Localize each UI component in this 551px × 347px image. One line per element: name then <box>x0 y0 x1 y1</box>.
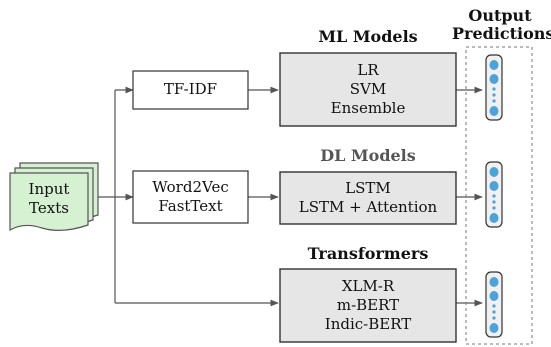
dl-model-lstm-attention: LSTM + Attention <box>298 198 438 216</box>
input-documents-icon <box>9 162 99 232</box>
connectors <box>98 86 483 307</box>
output-vector-icon <box>485 161 503 228</box>
ml-models-title: ML Models <box>318 27 418 46</box>
dl-model-lstm: LSTM <box>345 179 391 197</box>
tfidf-box <box>132 70 249 110</box>
output-region <box>465 46 533 345</box>
dl-models-box <box>279 171 457 225</box>
transformer-model-indicbert: Indic-BERT <box>324 315 412 333</box>
word2vec-fasttext-label: Word2Vec FastText <box>152 178 229 215</box>
transformer-model-xlmr: XLM-R <box>341 277 395 295</box>
ml-model-svm: SVM <box>349 80 387 98</box>
ml-model-ensemble: Ensemble <box>330 99 406 117</box>
transformers-box <box>279 268 457 343</box>
ml-models-box <box>279 52 457 127</box>
transformer-model-mbert: m-BERT <box>336 296 400 314</box>
output-vector-icon <box>485 54 503 121</box>
word2vec-box <box>132 170 249 224</box>
dl-models-title: DL Models <box>320 146 416 165</box>
output-predictions-title: Output Predictions <box>452 6 551 43</box>
output-vector-icon <box>485 271 503 338</box>
transformers-title: Transformers <box>307 244 429 263</box>
ml-model-lr: LR <box>357 61 379 79</box>
input-texts-label: Input Texts <box>28 180 70 217</box>
tfidf-label: TF-IDF <box>163 80 218 98</box>
